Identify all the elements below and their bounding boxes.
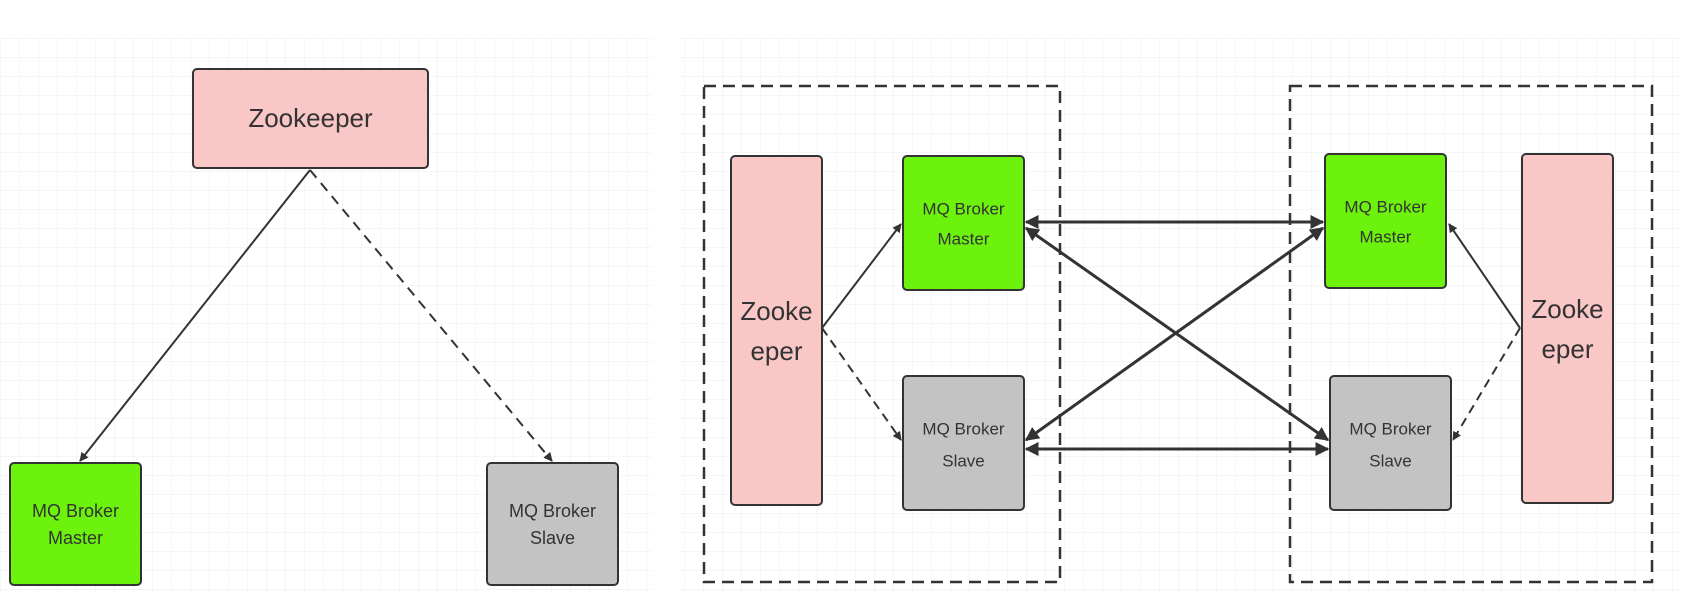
cluster-b-slave-label-line1: MQ Broker <box>1349 419 1432 438</box>
edge-a-zookeeper-to-master <box>821 223 902 329</box>
zookeeper-label: Zookeeper <box>248 103 373 133</box>
edge-b-zookeeper-to-master <box>1448 223 1521 329</box>
cluster-a-master-label-line2: Master <box>938 229 990 248</box>
cluster-a-slave-node: MQ Broker Slave <box>902 375 1025 511</box>
edge-a-zookeeper-to-slave-dashed <box>821 327 902 441</box>
edge-zookeeper-to-slave-dashed <box>309 169 553 462</box>
cluster-a-zookeeper-node: Zooke eper <box>730 155 823 506</box>
cluster-b-slave-label-line2: Slave <box>1369 451 1412 470</box>
edge-b-zookeeper-to-slave-dashed <box>1452 327 1521 441</box>
edge-slave-a-master-b <box>1024 226 1325 442</box>
edge-zookeeper-to-master <box>79 169 311 462</box>
right-diagram: Zooke eper MQ Broker Master MQ Broker Sl… <box>702 84 1654 584</box>
cluster-a-slave-label-line1: MQ Broker <box>922 419 1005 438</box>
zookeeper-node: Zookeeper <box>192 68 429 169</box>
cluster-b-zookeeper-node: Zooke eper <box>1521 153 1614 504</box>
cluster-a-zookeeper-label-line1: Zooke <box>740 296 812 326</box>
cluster-b-zookeeper-label-line1: Zooke <box>1531 294 1603 324</box>
cluster-b-master-label-line1: MQ Broker <box>1344 197 1427 216</box>
cluster-b-master-label-line2: Master <box>1360 227 1412 246</box>
cluster-a-container <box>702 84 1062 584</box>
master-broker-node: MQ Broker Master <box>9 462 142 586</box>
cluster-a-zookeeper-label-line2: eper <box>750 336 802 366</box>
cluster-a-master-node: MQ Broker Master <box>902 155 1025 291</box>
cluster-a-master-label-line1: MQ Broker <box>922 199 1005 218</box>
cluster-b-zookeeper-label-line2: eper <box>1541 334 1593 364</box>
cluster-a-slave-label-line2: Slave <box>942 451 985 470</box>
left-diagram: Zookeeper MQ Broker Master MQ Broker Sla… <box>9 68 619 586</box>
slave-broker-label-line2: Slave <box>530 528 575 548</box>
slave-broker-node: MQ Broker Slave <box>486 462 619 586</box>
slave-broker-label-line1: MQ Broker <box>509 501 596 521</box>
cluster-b-slave-node: MQ Broker Slave <box>1329 375 1452 511</box>
cluster-b-master-node: MQ Broker Master <box>1324 153 1447 289</box>
master-broker-label-line1: MQ Broker <box>32 501 119 521</box>
master-broker-label-line2: Master <box>48 528 103 548</box>
